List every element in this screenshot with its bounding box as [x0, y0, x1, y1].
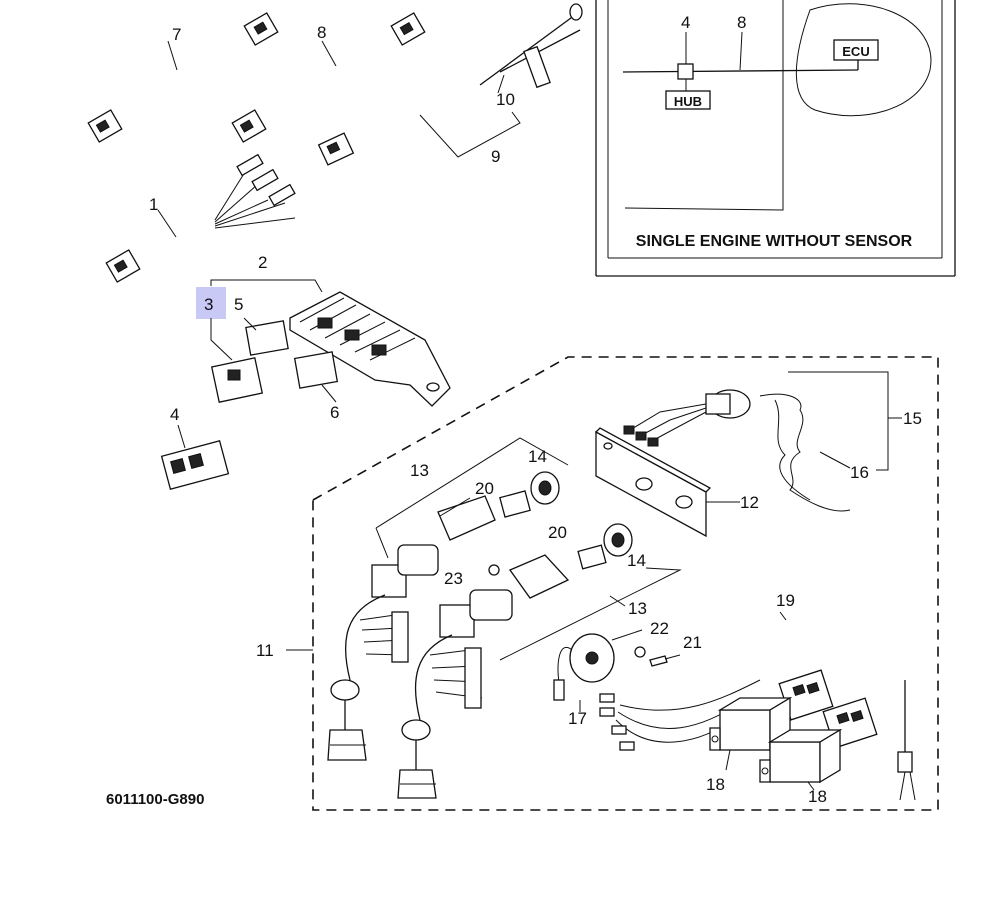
- callout-12: 12: [740, 493, 759, 512]
- part-3: [210, 318, 264, 403]
- callout-14-upper: 14: [528, 447, 547, 466]
- ecu-label: ECU: [842, 44, 869, 59]
- callout-17: 17: [568, 709, 587, 728]
- callout-4: 4: [170, 405, 179, 424]
- harness-1: [105, 153, 296, 283]
- callout-13-upper: 13: [410, 461, 429, 480]
- part-6: [293, 351, 339, 403]
- callout-20-lower: 20: [548, 523, 567, 542]
- callout-16: 16: [850, 463, 869, 482]
- key-switch-15: [623, 371, 902, 512]
- inset-panel: HUB ECU 4 8 SINGLE ENGINE WITHOUT SENSOR: [595, 0, 956, 277]
- switch-harness-right: [397, 589, 513, 799]
- callout-15: 15: [903, 409, 922, 428]
- switch-harness-left: [327, 544, 439, 761]
- callout-6: 6: [330, 403, 339, 422]
- callout-13-lower: 13: [628, 599, 647, 618]
- switch-panel-12: [594, 427, 740, 538]
- hub-label: HUB: [674, 94, 702, 109]
- kit-11-outline: [312, 356, 939, 811]
- callout-21: 21: [683, 633, 702, 652]
- diagram-code: 6011100-G890: [106, 791, 204, 808]
- callout-5: 5: [234, 295, 243, 314]
- inset-callout-8: 8: [737, 13, 746, 32]
- callout-14-lower: 14: [627, 551, 646, 570]
- callout-7: 7: [172, 25, 181, 44]
- callout-20-upper: 20: [475, 479, 494, 498]
- callout-18-right: 18: [808, 787, 827, 806]
- kill-switch-17: [553, 629, 681, 712]
- callout-labels: 7 8 10 9 1 2 3 5 6 4 13 14 20 20 14 13 2…: [149, 23, 922, 806]
- callout-2: 2: [258, 253, 267, 272]
- callout-11: 11: [256, 641, 274, 660]
- cable-8: [231, 12, 426, 143]
- callout-18-left: 18: [706, 775, 725, 794]
- callout-10: 10: [496, 90, 515, 109]
- cable-9-10: [317, 3, 583, 166]
- callout-8: 8: [317, 23, 326, 42]
- callout-9: 9: [491, 147, 500, 166]
- callout-19: 19: [776, 591, 795, 610]
- upper-switch-group: [375, 437, 569, 559]
- callout-1: 1: [149, 195, 158, 214]
- callout-3: 3: [204, 295, 213, 314]
- callout-23: 23: [444, 569, 463, 588]
- connector-4: [160, 424, 230, 490]
- cable-7: [87, 12, 279, 143]
- callout-3-highlight: [196, 287, 226, 319]
- relay-18-b: [759, 728, 843, 791]
- hub-assembly-2: [210, 279, 451, 407]
- harness-19: [599, 611, 920, 801]
- lower-switch-group: [488, 523, 682, 661]
- part-5: [243, 317, 289, 356]
- inset-caption: SINGLE ENGINE WITHOUT SENSOR: [636, 233, 913, 250]
- inset-callout-4: 4: [681, 13, 690, 32]
- callout-22: 22: [650, 619, 669, 638]
